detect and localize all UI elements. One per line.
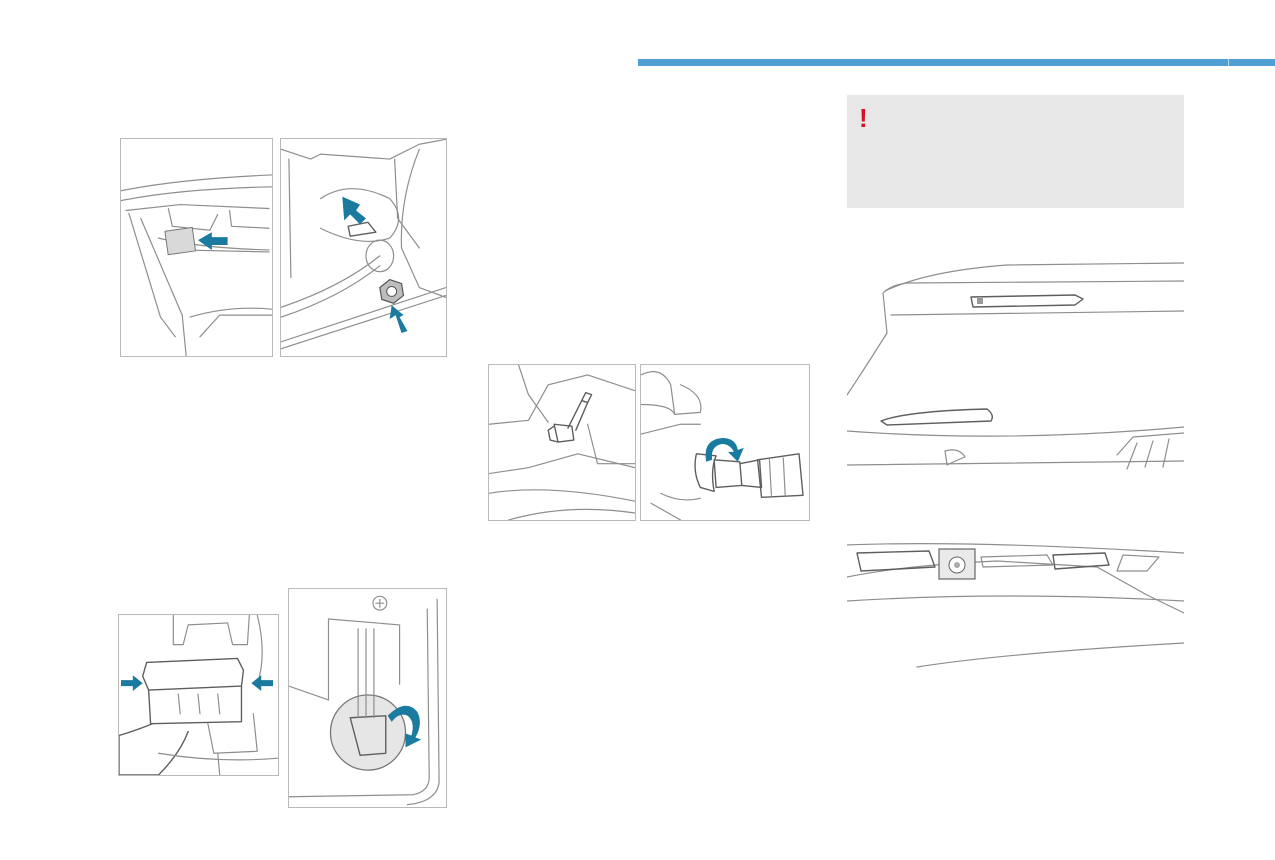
- rotate-arrow-icon: [705, 438, 744, 462]
- illustration-tailgate-trim: [120, 138, 273, 357]
- illustration-vehicle-rear: [847, 255, 1184, 675]
- squeeze-arrow-icon: [120, 675, 143, 692]
- illustration-bulb-holder-twist: [288, 588, 447, 808]
- section-accent-bar: [638, 59, 1275, 66]
- illustration-lamp-unit: [280, 138, 447, 357]
- press-arrow-icon: [389, 305, 408, 333]
- press-arrow-icon: [197, 232, 228, 250]
- accent-bar-divider: [1228, 59, 1229, 66]
- illustration-connector-unclip: [118, 614, 279, 776]
- warning-box: !: [847, 95, 1184, 208]
- press-arrow-icon: [342, 196, 366, 225]
- squeeze-arrow-icon: [251, 675, 274, 692]
- illustration-bulb-removal: [488, 364, 636, 521]
- warning-icon: !: [859, 103, 868, 133]
- rotate-arrow-icon: [387, 705, 422, 748]
- illustration-bulb-rotate: [640, 364, 810, 521]
